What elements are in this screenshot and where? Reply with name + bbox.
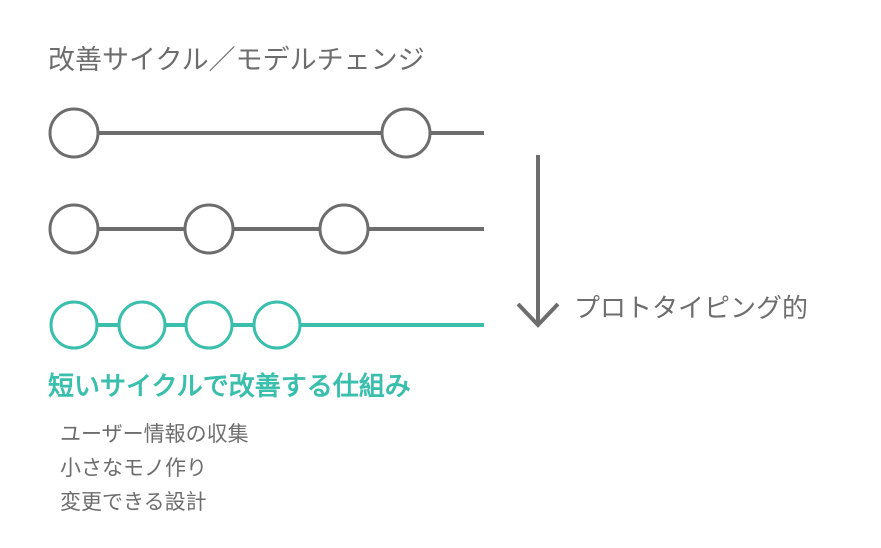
timeline-row-1 bbox=[48, 107, 484, 159]
list-item: ユーザー情報の収集 bbox=[60, 422, 249, 446]
cycle-node bbox=[48, 203, 100, 255]
timeline-row-2 bbox=[48, 203, 484, 255]
timeline-row-3 bbox=[49, 300, 484, 350]
cycle-node bbox=[380, 107, 432, 159]
cycle-node bbox=[117, 300, 167, 350]
cycle-node bbox=[48, 107, 100, 159]
cycle-node bbox=[183, 203, 235, 255]
down-arrow bbox=[516, 155, 560, 328]
cycle-node bbox=[184, 300, 234, 350]
cycle-node bbox=[252, 300, 302, 350]
section-heading: 短いサイクルで改善する仕組み bbox=[48, 372, 411, 402]
cycle-node bbox=[318, 203, 370, 255]
cycle-node bbox=[49, 300, 99, 350]
diagram-title: 改善サイクル／モデルチェンジ bbox=[48, 45, 425, 76]
arrow-label: プロトタイピング的 bbox=[574, 294, 809, 324]
list-item: 変更できる設計 bbox=[60, 490, 207, 514]
list-item: 小さなモノ作り bbox=[60, 456, 207, 480]
